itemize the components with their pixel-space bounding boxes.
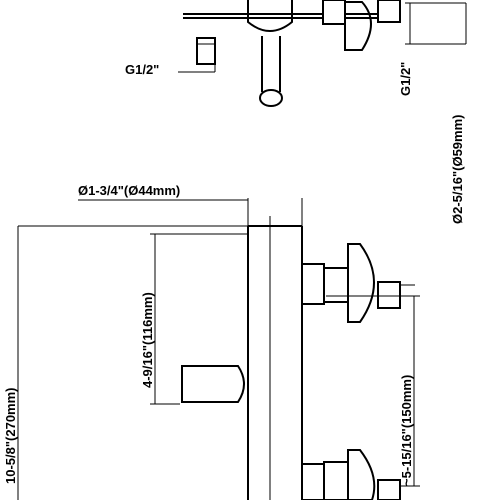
lower-inlet — [377, 479, 401, 500]
upper-nut — [301, 263, 325, 305]
top-lever-tip — [259, 89, 283, 107]
top-right-inlet — [377, 0, 401, 23]
lower-nut — [301, 463, 325, 500]
body-height-label: 4-9/16"(116mm) — [140, 292, 155, 388]
escutcheon-diameter-label: Ø2-5/16"(Ø59mm) — [450, 115, 465, 224]
upper-nut-face — [323, 267, 349, 303]
overall-height-label: 10-5/8"(270mm) — [3, 388, 18, 485]
top-view — [178, 0, 467, 107]
front-view — [17, 198, 420, 500]
top-left-inlet — [196, 37, 216, 65]
right-thread-label: G1/2" — [398, 62, 413, 96]
upper-escutcheon — [347, 243, 375, 323]
inlet-centers-label: ~5-15/16"(150mm) — [399, 375, 414, 486]
spout — [181, 365, 245, 403]
top-right-nut — [322, 0, 346, 25]
left-thread-label: G1/2" — [125, 62, 159, 77]
top-handle-boss — [247, 0, 293, 32]
upper-inlet — [377, 281, 401, 309]
lower-escutcheon — [347, 449, 376, 500]
top-right-escutcheon — [344, 1, 372, 51]
body-diameter-label: Ø1-3/4"(Ø44mm) — [78, 183, 180, 198]
lower-nut-face — [323, 461, 349, 500]
